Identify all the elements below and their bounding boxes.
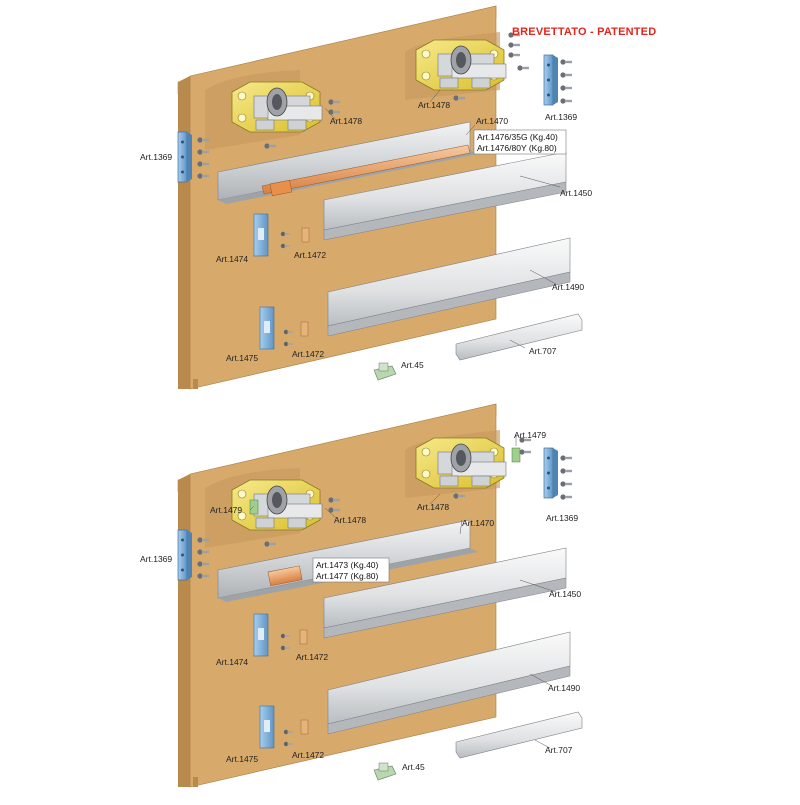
wall-bracket-left-b bbox=[177, 529, 193, 581]
label-1470: Art.1470 bbox=[476, 116, 508, 126]
weight-box-top bbox=[473, 129, 567, 155]
label-1369-left: Art.1369 bbox=[140, 152, 172, 162]
label-1450-b: Art.1450 bbox=[549, 589, 581, 599]
label-1474: Art.1474 bbox=[216, 254, 248, 264]
carriage-right bbox=[415, 39, 507, 91]
label-45-b: Art.45 bbox=[402, 762, 425, 772]
label-1472-b: Art.1472 bbox=[292, 349, 324, 359]
wall-bracket-left bbox=[177, 131, 193, 183]
carriage-right-b bbox=[415, 437, 507, 489]
bottom-assembly: Art.1473 (Kg.40) Art.1477 (Kg.80) Art.14… bbox=[140, 403, 583, 788]
label-1472-a-b: Art.1472 bbox=[296, 652, 328, 662]
label-45: Art.45 bbox=[401, 360, 424, 370]
label-1475: Art.1475 bbox=[226, 353, 258, 363]
label-1472-a: Art.1472 bbox=[294, 250, 326, 260]
box-bottom-line2: Art.1477 (Kg.80) bbox=[316, 571, 379, 581]
label-1450: Art.1450 bbox=[560, 188, 592, 198]
wall-bracket-right bbox=[543, 54, 559, 106]
label-707-b: Art.707 bbox=[545, 745, 573, 755]
label-1478-left-b: Art.1478 bbox=[334, 515, 366, 525]
label-1478-right-b: Art.1478 bbox=[417, 502, 449, 512]
label-1474-b: Art.1474 bbox=[216, 657, 248, 667]
label-1479-right: Art.1479 bbox=[514, 430, 546, 440]
label-1478-right: Art.1478 bbox=[418, 100, 450, 110]
label-1490: Art.1490 bbox=[552, 282, 584, 292]
label-1478-left: Art.1478 bbox=[330, 116, 362, 126]
label-1369-right: Art.1369 bbox=[545, 112, 577, 122]
box-top-line2: Art.1476/80Y (Kg.80) bbox=[477, 143, 557, 153]
label-707: Art.707 bbox=[529, 346, 557, 356]
label-1369-right-b: Art.1369 bbox=[546, 513, 578, 523]
label-1472-b-b: Art.1472 bbox=[292, 750, 324, 760]
label-1490-b: Art.1490 bbox=[548, 683, 580, 693]
box-top-line1: Art.1476/35G (Kg.40) bbox=[477, 132, 558, 142]
carriage-left bbox=[231, 81, 323, 133]
weight-box-bottom bbox=[312, 557, 390, 583]
box-bottom-line1: Art.1473 (Kg.40) bbox=[316, 560, 379, 570]
label-1475-b: Art.1475 bbox=[226, 754, 258, 764]
patented-badge: BREVETTATO - PATENTED bbox=[512, 26, 656, 38]
label-1470-b: Art.1470 bbox=[462, 518, 494, 528]
top-assembly: Art.1476/35G (Kg.40) Art.1476/80Y (Kg.80… bbox=[140, 5, 656, 390]
wall-bracket-right-b bbox=[543, 447, 559, 499]
carriage-left-b bbox=[231, 479, 323, 531]
label-1369-left-b: Art.1369 bbox=[140, 554, 172, 564]
label-1479-left: Art.1479 bbox=[210, 505, 242, 515]
